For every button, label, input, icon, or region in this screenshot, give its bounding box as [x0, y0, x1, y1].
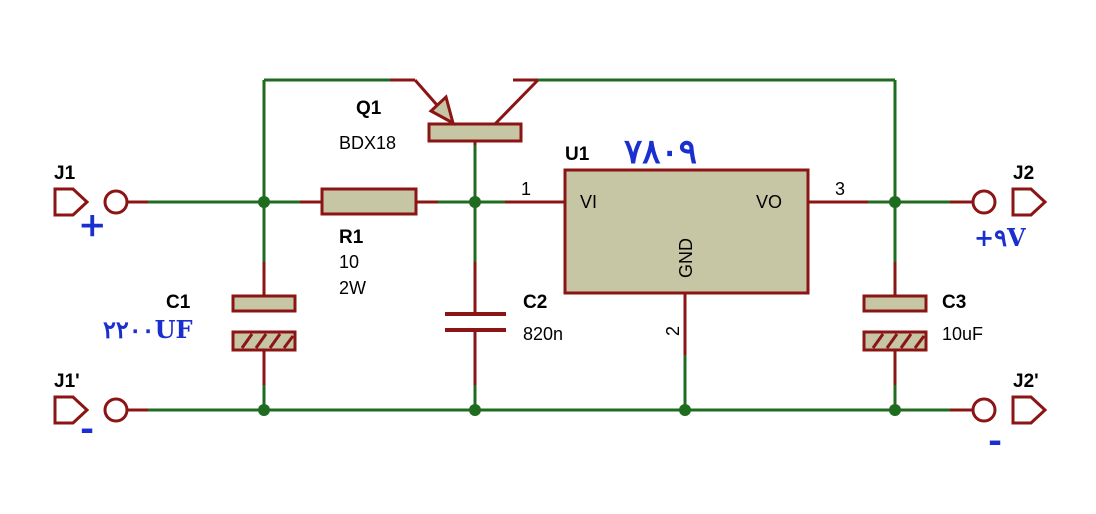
c1-hatch: [240, 333, 295, 349]
u1-pin1-number: 1: [521, 179, 531, 199]
u1-ref-label: U1: [565, 144, 590, 165]
u1-part-annotation: ٧٨٠٩: [624, 132, 697, 172]
j2p-pin-circle: [971, 397, 997, 423]
j2-terminal-shape: [1011, 187, 1048, 217]
q1-collector-diag: [493, 78, 540, 126]
j1p-ref-label: J1': [54, 371, 80, 392]
wires: [130, 78, 970, 412]
junction-dot: [469, 196, 481, 208]
u1-regulator-body[interactable]: [563, 168, 810, 295]
u1-pin2-number: 2: [663, 326, 683, 336]
u1-pin-gnd-label: GND: [676, 238, 696, 278]
junction-dot: [469, 404, 481, 416]
c3-capacitor[interactable]: [862, 294, 928, 352]
r1-value-label: 10: [339, 252, 359, 272]
r1-ref-label: R1: [339, 227, 364, 248]
c2-value-label: 820n: [523, 324, 563, 344]
j1-connector[interactable]: [53, 187, 129, 217]
u1-pin-vo-label: VO: [756, 192, 782, 212]
junction-dot: [679, 404, 691, 416]
c1-positive-plate: [231, 294, 297, 313]
j2p-connector[interactable]: [971, 395, 1048, 425]
c1-capacitor[interactable]: [231, 294, 297, 352]
j2-pin-circle: [971, 189, 997, 215]
j2-voltage-annotation: +٩V: [974, 223, 1026, 252]
j2p-polarity-label: -: [988, 421, 1002, 461]
q1-ref-label: Q1: [356, 98, 382, 119]
pin-stubs: [126, 78, 972, 412]
c3-ref-label: C3: [942, 292, 966, 313]
c3-hatch: [871, 333, 926, 349]
j1-pin-circle: [103, 189, 129, 215]
junction-dot: [889, 404, 901, 416]
j2p-terminal-shape: [1011, 395, 1048, 425]
u1-pin3-number: 3: [835, 179, 845, 199]
q1-base-bar: [427, 122, 523, 143]
junction-dot: [258, 404, 270, 416]
j1p-terminal-shape: [53, 395, 90, 425]
j1-polarity-label: +: [78, 205, 107, 245]
c3-value-label: 10uF: [942, 324, 983, 344]
j1p-connector[interactable]: [53, 395, 129, 425]
c3-positive-plate: [862, 294, 928, 313]
c2-capacitor[interactable]: [445, 312, 506, 332]
j1-terminal-shape: [53, 187, 90, 217]
j2-connector[interactable]: [971, 187, 1048, 217]
junction-dot: [258, 196, 270, 208]
q1-value-label: BDX18: [339, 133, 396, 153]
c1-value-annotation: ٢٢٠٠UF: [103, 315, 193, 344]
q1-emitter-arrow: [428, 94, 456, 126]
q1-transistor[interactable]: [413, 79, 523, 143]
junctions: [258, 196, 901, 416]
c2-ref-label: C2: [523, 292, 547, 313]
j2p-ref-label: J2': [1013, 371, 1039, 392]
junction-dot: [889, 196, 901, 208]
c1-ref-label: C1: [166, 292, 191, 313]
u1-pin-vi-label: VI: [580, 192, 597, 212]
r1-resistor-body[interactable]: [320, 187, 418, 216]
j1p-polarity-label: -: [80, 409, 94, 449]
j2-ref-label: J2: [1013, 163, 1034, 184]
r1-rating-label: 2W: [339, 278, 366, 298]
j1-ref-label: J1: [54, 163, 76, 184]
j1p-pin-circle: [103, 397, 129, 423]
